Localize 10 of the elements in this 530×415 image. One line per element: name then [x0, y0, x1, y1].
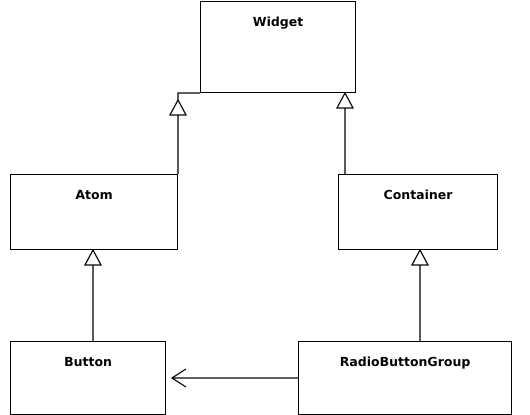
class-name: Container: [382, 187, 454, 202]
class-box: [298, 341, 512, 415]
class-name: Widget: [252, 14, 304, 29]
class-box: [338, 174, 498, 250]
class-name: Atom: [74, 187, 114, 202]
class-box: [200, 1, 356, 93]
class-box: [10, 174, 178, 250]
class-name: RadioButtonGroup: [338, 354, 472, 369]
class-box: [10, 341, 166, 415]
class-name: Button: [63, 354, 113, 369]
